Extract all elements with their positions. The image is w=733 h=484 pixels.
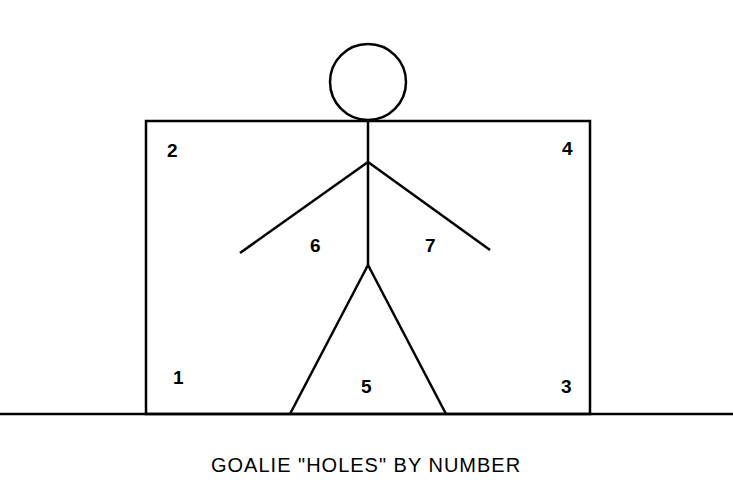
callout-number: 2: [167, 141, 178, 160]
goalie-arm: [240, 162, 368, 253]
callout-number: 5: [361, 377, 372, 396]
callout-number: 3: [561, 377, 572, 396]
goal-frame: [146, 121, 590, 414]
callout-number: 4: [562, 139, 573, 158]
callout-number: 7: [425, 236, 436, 255]
caption: GOALIE "HOLES" BY NUMBER: [211, 455, 521, 475]
goalie-leg: [368, 265, 446, 414]
callout-number: 6: [310, 236, 321, 255]
goalie-body: [367, 121, 370, 265]
goalie-head: [330, 44, 406, 120]
callout-number: 1: [173, 368, 184, 387]
goalie-leg: [290, 265, 368, 414]
